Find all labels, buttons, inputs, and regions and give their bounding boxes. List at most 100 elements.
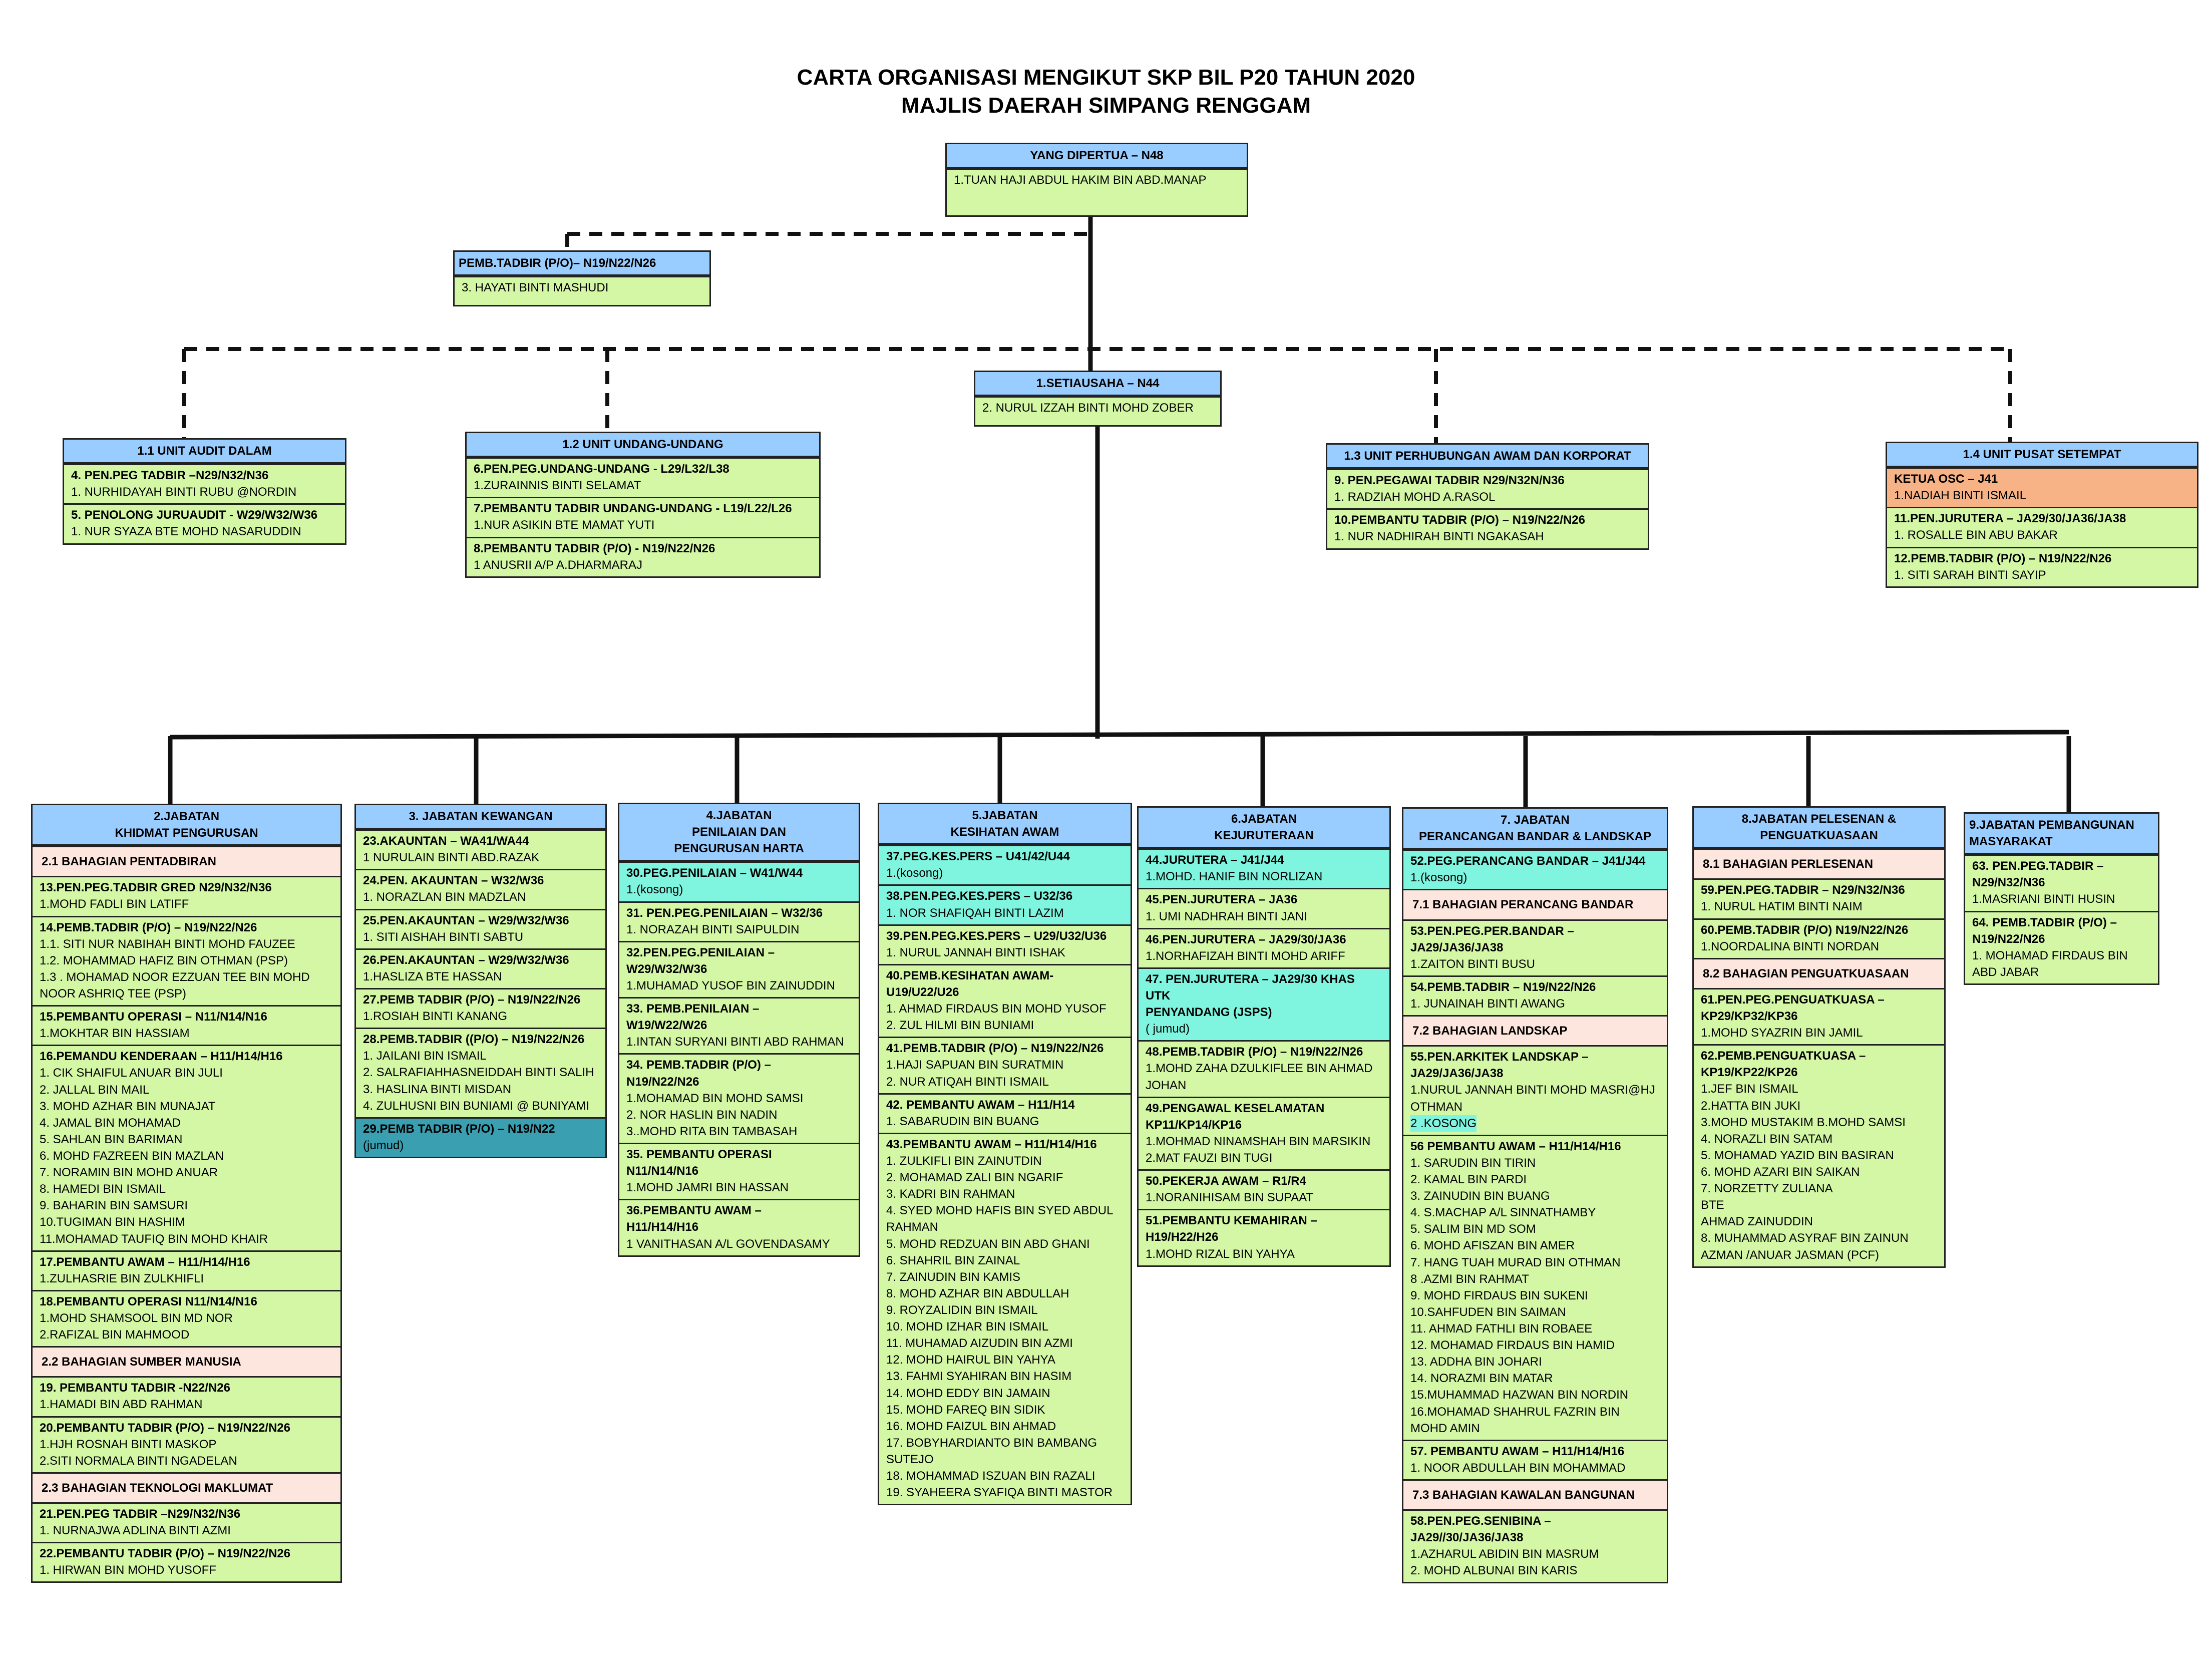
staff-name: RAHMAN xyxy=(886,1220,939,1234)
staff-name: 1.(kosong) xyxy=(1410,871,1467,885)
position-section: 3. HAYATI BINTI MASHUDI xyxy=(455,276,709,299)
staff-name: 8. HAMEDI BIN ISMAIL xyxy=(40,1182,166,1196)
staff-name: 1.ZAITON BINTI BUSU xyxy=(1410,957,1535,971)
staff-name: 1.HJH ROSNAH BINTI MASKOP xyxy=(40,1437,217,1451)
staff-name: 1. NOOR ABDULLAH BIN MOHAMMAD xyxy=(1410,1461,1626,1475)
position-title: 44.JURUTERA – J41/J44 xyxy=(1146,853,1284,867)
staff-name: 1.MOHD ZAHA DZULKIFLEE BIN AHMAD xyxy=(1146,1062,1373,1076)
staff-name: 1. NOR SHAFIQAH BINTI LAZIM xyxy=(886,906,1064,920)
staff-name: 1.MUHAMAD YUSOF BIN ZAINUDDIN xyxy=(626,978,835,992)
position-section: 29.PEMB TADBIR (P/O) – N19/N22(jumud) xyxy=(356,1117,605,1157)
position-title: 31. PEN.PEG.PENILAIAN – W32/36 xyxy=(626,906,823,920)
position-title: 42. PEMBANTU AWAM – H11/H14 xyxy=(886,1098,1075,1112)
org-box-header: 1.2 UNIT UNDANG-UNDANG xyxy=(467,433,819,458)
staff-name: 1. SARUDIN BIN TIRIN xyxy=(1410,1156,1536,1170)
position-title: 46.PEN.JURUTERA – JA29/30/JA36 xyxy=(1146,932,1346,946)
staff-name: 1.MOHD FADLI BIN LATIFF xyxy=(40,897,189,911)
staff-name: 3. ZAINUDIN BIN BUANG xyxy=(1410,1189,1550,1203)
position-title: 11.PEN.JURUTERA – JA29/30/JA36/JA38 xyxy=(1894,512,2126,526)
staff-name: 1. CIK SHAIFUL ANUAR BIN JULI xyxy=(40,1066,223,1080)
staff-name: 1. JAILANI BIN ISMAIL xyxy=(363,1049,487,1063)
staff-name: 1.ROSIAH BINTI KANANG xyxy=(363,1010,508,1024)
staff-name: 10.TUGIMAN BIN HASHIM xyxy=(40,1215,185,1229)
staff-name: 6. MOHD FAZREEN BIN MAZLAN xyxy=(40,1149,224,1163)
staff-name: 1. NURUL HATIM BINTI NAIM xyxy=(1701,900,1863,914)
position-title: 18.PEMBANTU OPERASI N11/N14/N16 xyxy=(40,1294,257,1308)
staff-name: 1 ANUSRII A/P A.DHARMARAJ xyxy=(474,558,642,572)
staff-name: 3. KADRI BIN RAHMAN xyxy=(886,1187,1015,1201)
position-section: 7.PEMBANTU TADBIR UNDANG-UNDANG - L19/L2… xyxy=(467,497,819,536)
staff-name: 2.RAFIZAL BIN MAHMOOD xyxy=(40,1328,190,1342)
position-title: 21.PEN.PEG TADBIR –N29/N32/N36 xyxy=(40,1507,241,1521)
staff-name: 8. MUHAMMAD ASYRAF BIN ZAINUN xyxy=(1701,1231,1909,1245)
staff-name: 1. SABARUDIN BIN BUANG xyxy=(886,1114,1039,1128)
staff-name: OTHMAN xyxy=(1410,1100,1462,1114)
staff-name: 5. SALIM BIN MD SOM xyxy=(1410,1222,1536,1236)
staff-name: 14. MOHD EDDY BIN JAMAIN xyxy=(886,1386,1050,1400)
staff-name: 1. NURNAJWA ADLINA BINTI AZMI xyxy=(40,1524,231,1538)
position-title: 17.PEMBANTU AWAM – H11/H14/H16 xyxy=(40,1255,250,1269)
staff-name: 3. HAYATI BINTI MASHUDI xyxy=(462,281,609,295)
staff-name: 1. NUR NADHIRAH BINTI NGAKASAH xyxy=(1334,530,1544,544)
position-title: 57. PEMBANTU AWAM – H11/H14/H16 xyxy=(1410,1444,1625,1458)
position-section: 44.JURUTERA – J41/J44 1.MOHD. HANIF BIN N… xyxy=(1139,848,1389,888)
position-section: 42. PEMBANTU AWAM – H11/H14 1. SABARUDIN … xyxy=(879,1093,1131,1133)
position-section: 57. PEMBANTU AWAM – H11/H14/H16 1. NOOR A… xyxy=(1403,1439,1667,1479)
subsection-header: 2.2 BAHAGIAN SUMBER MANUSIA xyxy=(33,1346,340,1377)
staff-name: 5. MOHD REDZUAN BIN ABD GHANI xyxy=(886,1237,1090,1251)
staff-name: 1. NURHIDAYAH BINTI RUBU @NORDIN xyxy=(71,485,297,499)
staff-name: 1.(kosong) xyxy=(626,883,683,897)
chart-subtitle: MAJLIS DAERAH SIMPANG RENGGAM xyxy=(901,93,1311,118)
staff-name: ABD JABAR xyxy=(1972,965,2039,979)
position-title: 12.PEMB.TADBIR (P/O) – N19/N22/N26 xyxy=(1894,551,2112,565)
staff-name: 4. NORAZLI BIN SATAM xyxy=(1701,1132,1833,1146)
staff-name: 1. RADZIAH MOHD A.RASOL xyxy=(1334,490,1496,504)
staff-name: 4. JAMAL BIN MOHAMAD xyxy=(40,1116,181,1130)
staff-name: 2. MOHAMAD ZALI BIN NGARIF xyxy=(886,1171,1063,1185)
position-section: 2. NURUL IZZAH BINTI MOHD ZOBER xyxy=(975,396,1220,419)
staff-name: 1.TUAN HAJI ABDUL HAKIM BIN ABD.MANAP xyxy=(954,173,1207,187)
position-section: 59.PEN.PEG.TADBIR – N29/N32/N36 1. NURUL … xyxy=(1694,878,1944,918)
org-box-header: PEMB.TADBIR (P/O)– N19/N22/N26 xyxy=(455,252,709,276)
position-title: 34. PEMB.TADBIR (P/O) – N19/N22/N26 xyxy=(626,1058,771,1089)
org-box-header: 6.JABATAN KEJURUTERAAN xyxy=(1139,808,1389,849)
staff-name: 3.MOHD MUSTAKIM B.MOHD SAMSI xyxy=(1701,1115,1906,1129)
position-title: 20.PEMBANTU TADBIR (P/O) – N19/N22/N26 xyxy=(40,1421,290,1435)
staff-name: 5. MOHAMAD YAZID BIN BASIRAN xyxy=(1701,1148,1894,1162)
staff-name: 4. ZULHUSNI BIN BUNIAMI @ BUNIYAMI xyxy=(363,1099,589,1113)
staff-name: 1. AHMAD FIRDAUS BIN MOHD YUSOF xyxy=(886,1002,1107,1016)
position-section: 58.PEN.PEG.SENIBINA – JA29//30/JA36/JA38… xyxy=(1403,1509,1667,1582)
staff-name: NOOR ASHRIQ TEE (PSP) xyxy=(40,986,186,1001)
position-title: 9. PEN.PEGAWAI TADBIR N29/N32N/N36 xyxy=(1334,474,1565,488)
position-title: 59.PEN.PEG.TADBIR – N29/N32/N36 xyxy=(1701,883,1905,897)
position-title: 54.PEMB.TADBIR – N19/N22/N26 xyxy=(1410,980,1596,994)
staff-name: 1.NADIAH BINTI ISMAIL xyxy=(1894,489,2027,503)
staff-name: 1.MOHD. HANIF BIN NORLIZAN xyxy=(1146,870,1323,884)
position-title: 26.PEN.AKAUNTAN – W29/W32/W36 xyxy=(363,953,569,967)
